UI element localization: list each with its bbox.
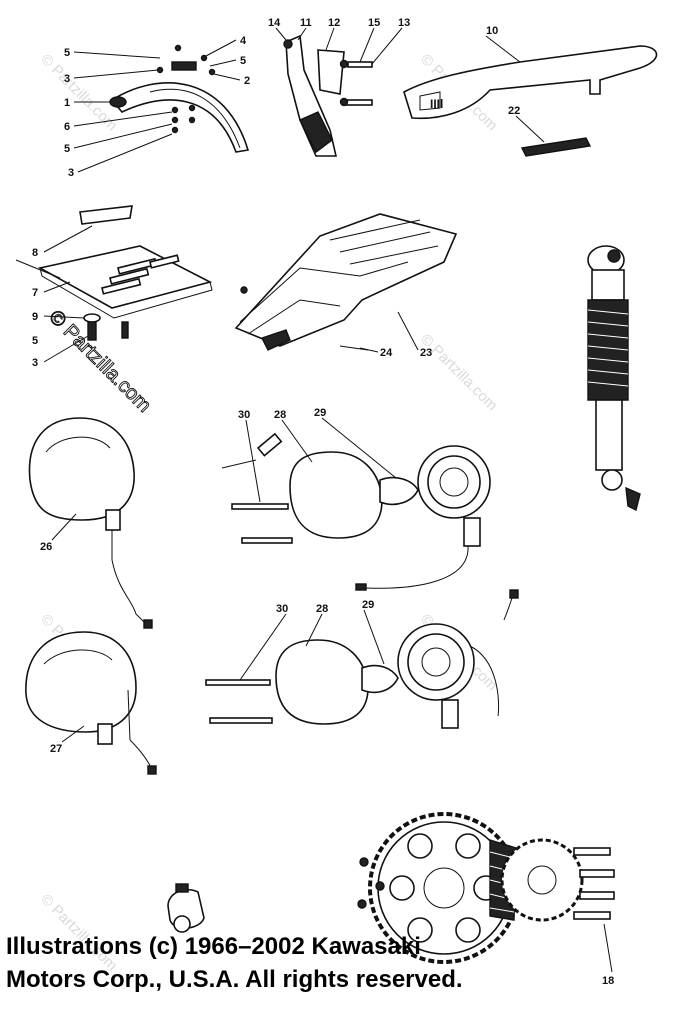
rear-fender-assembly: 5 3 1 6 5 3 4 5 2 (64, 35, 250, 179)
flasher-relay (167, 883, 205, 933)
turn-signal-lens (28, 417, 135, 521)
chain-case-assembly: IIIl 10 22 (403, 25, 658, 157)
callout-4: 4 (240, 35, 247, 47)
callout-22: 22 (508, 105, 520, 117)
callout-28: 28 (274, 409, 286, 421)
callout-30: 30 (276, 603, 288, 615)
callout-6: 6 (64, 121, 70, 133)
callout-2: 2 (244, 75, 250, 87)
signal-lens-28 (275, 639, 369, 725)
chain-case (403, 45, 658, 120)
callout-10: 10 (486, 25, 498, 37)
sprocket-assembly: 18 (357, 812, 615, 987)
screw-30 (231, 503, 289, 510)
callout-5: 5 (64, 47, 70, 59)
turn-signal-26: 26 (28, 417, 153, 629)
tray-bracket (79, 205, 133, 225)
callout-30: 30 (238, 409, 250, 421)
bulb-29 (379, 476, 419, 506)
callout-18: 18 (602, 975, 614, 987)
mount-plate (317, 49, 345, 95)
turn-signal-lens (25, 631, 137, 733)
callout-28: 28 (316, 603, 328, 615)
callout-29: 29 (362, 599, 374, 611)
callout-26: 26 (40, 541, 52, 553)
callout-1: 1 (64, 97, 70, 109)
copyright-line-2: Motors Corp., U.S.A. All rights reserved… (6, 966, 463, 993)
watermark: © Partzilla.com (37, 51, 120, 134)
case-emblem: IIIl (430, 97, 443, 111)
fender-bolt (109, 96, 127, 108)
callout-11: 11 (300, 17, 312, 29)
callout-24: 24 (380, 347, 393, 359)
rear-fender (110, 82, 250, 153)
callout-5: 5 (32, 335, 38, 347)
rear-shock-absorber (587, 245, 641, 512)
turn-signal-assembly-upper: 30 28 29 (221, 407, 491, 591)
copyright-line-1: Illustrations (c) 1966–2002 Kawasaki (6, 933, 421, 960)
bulb-29 (361, 664, 399, 694)
fender-bracket (171, 61, 197, 71)
carrier-frame (234, 213, 458, 347)
callout-3: 3 (64, 73, 70, 85)
partzilla-watermark-large: © Partzilla.com (44, 306, 155, 417)
signal-lens-28 (289, 451, 383, 539)
callout-27: 27 (50, 743, 62, 755)
callout-12: 12 (328, 17, 340, 29)
screw-30 (205, 679, 271, 686)
callout-3: 3 (68, 167, 74, 179)
watermark: © Partzilla.com (417, 331, 500, 414)
turn-signal-27: 27 (25, 631, 157, 775)
callout-13: 13 (398, 17, 410, 29)
callout-8: 8 (32, 247, 38, 259)
shock-upper-body (591, 269, 625, 301)
chain-guide (520, 137, 592, 157)
grommet (256, 432, 283, 457)
callout-5: 5 (64, 143, 70, 155)
callout-9: 9 (32, 311, 38, 323)
drive-sprocket (500, 838, 584, 922)
callout-5: 5 (240, 55, 246, 67)
callout-29: 29 (314, 407, 326, 419)
copyright-notice: Illustrations (c) 1966–2002 Kawasaki Mot… (6, 930, 606, 996)
callout-23: 23 (420, 347, 432, 359)
callout-14: 14 (268, 17, 281, 29)
shock-lower-body (595, 399, 623, 471)
callout-15: 15 (368, 17, 380, 29)
step-bracket-assembly: 14 11 12 15 13 (268, 17, 410, 157)
carrier-assembly: 24 23 (234, 213, 458, 359)
callout-3: 3 (32, 357, 38, 369)
plate-assembly: 8 7 9 5 3 (15, 205, 213, 369)
turn-signal-assembly-lower: 30 28 29 (205, 589, 519, 729)
step-rubber (299, 111, 333, 154)
callout-7: 7 (32, 287, 38, 299)
